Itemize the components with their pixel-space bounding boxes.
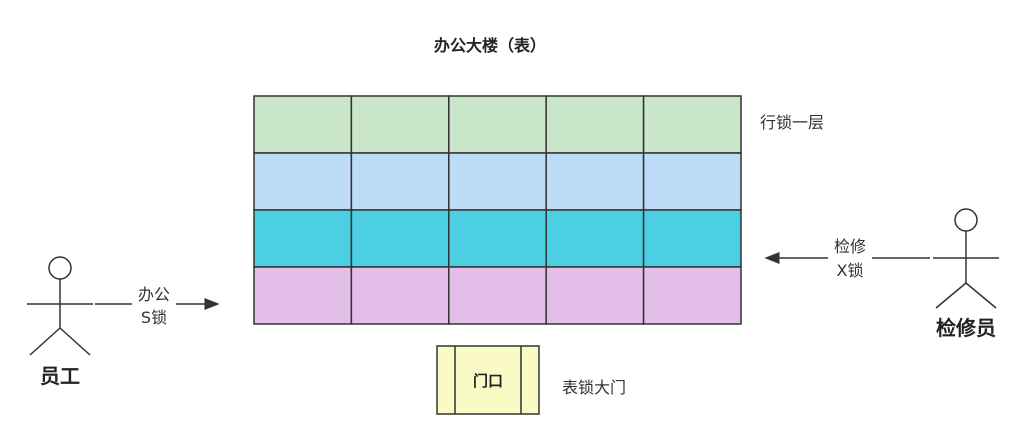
grid-cell-r4-c4: [545, 266, 645, 325]
grid-cell-r4-c5: [642, 266, 742, 325]
grid-cell-r2-c2: [350, 152, 450, 211]
repairman-leg-left: [935, 282, 967, 309]
diagram-title: 办公大楼（表）: [434, 36, 546, 55]
employee-leg-left: [29, 327, 61, 356]
grid-cell-r2-c1: [253, 152, 353, 211]
grid-cell-r2-c4: [545, 152, 645, 211]
employee-actor: [27, 256, 93, 356]
employee-head: [48, 256, 72, 280]
grid-cell-r3-c1: [253, 209, 353, 268]
building-grid: [253, 95, 742, 325]
grid-cell-r3-c2: [350, 209, 450, 268]
grid-cell-r4-c1: [253, 266, 353, 325]
door-label: 门口: [473, 372, 503, 390]
table-lock-label: 表锁大门: [562, 378, 626, 397]
grid-cell-r2-c3: [448, 152, 547, 211]
employee-edge-line2: S锁: [141, 308, 167, 327]
grid-cell-r1-c2: [350, 95, 450, 154]
employee-leg-right: [59, 327, 91, 356]
grid-cell-r1-c3: [448, 95, 547, 154]
grid-cell-r1-c4: [545, 95, 645, 154]
grid-cell-r3-c3: [448, 209, 547, 268]
grid-cell-r3-c4: [545, 209, 645, 268]
door-box: [436, 345, 540, 415]
repairman-head: [954, 208, 978, 232]
grid-cell-r3-c5: [642, 209, 742, 268]
employee-edge-line1: 办公: [138, 285, 170, 304]
door: 门口: [436, 345, 540, 415]
grid-cell-r2-c5: [642, 152, 742, 211]
repairman-actor: [933, 208, 999, 309]
row-lock-label: 行锁一层: [760, 113, 824, 132]
grid-cell-r1-c1: [253, 95, 353, 154]
repairman-name: 检修员: [936, 316, 996, 340]
repairman-leg-right: [965, 282, 997, 309]
repairman-edge-line1: 检修: [834, 237, 866, 256]
grid-cell-r1-c5: [642, 95, 742, 154]
grid-cell-r4-c2: [350, 266, 450, 325]
employee-name: 员工: [40, 364, 80, 388]
repairman-edge-line2: X锁: [837, 261, 864, 280]
repairman-edge-label-bg: [828, 236, 872, 282]
grid-cell-r4-c3: [448, 266, 547, 325]
employee-edge-label-bg: [132, 284, 176, 330]
